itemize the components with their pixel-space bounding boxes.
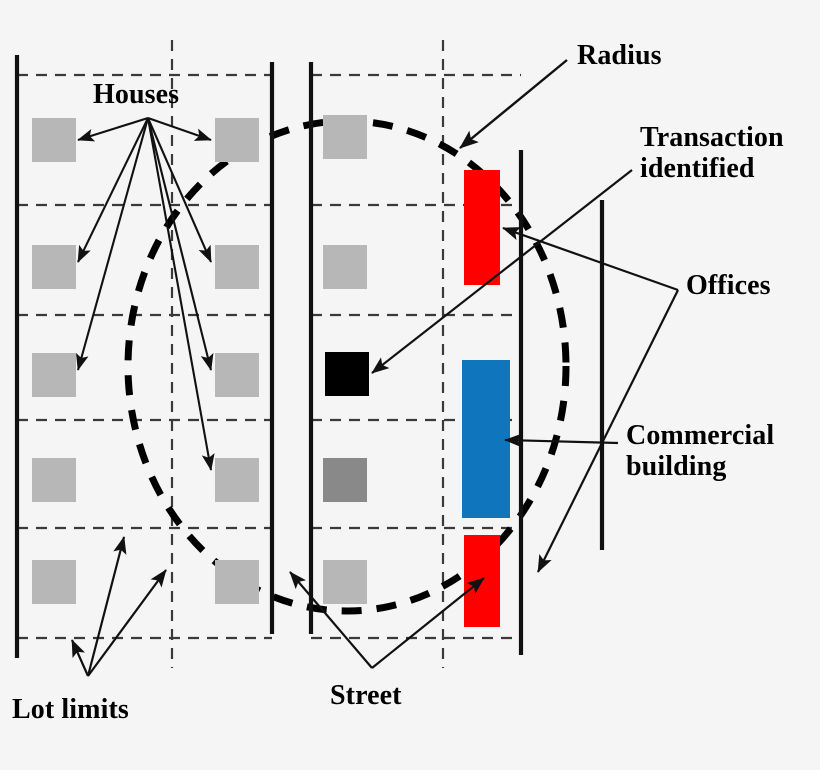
label-houses: Houses — [93, 79, 180, 110]
house-r5 — [323, 560, 367, 604]
building-shapes — [32, 115, 510, 627]
street-lines — [14, 55, 605, 658]
leader-street-east — [371, 577, 485, 669]
leader-lot-2 — [87, 569, 167, 677]
house-l2 — [32, 245, 76, 289]
house-m5 — [215, 560, 259, 604]
house-l4 — [32, 458, 76, 502]
commercial-building — [462, 360, 510, 518]
leader-transaction — [371, 169, 633, 374]
label-radius: Radius — [577, 40, 662, 71]
leader-lot-1 — [86, 536, 127, 677]
house-r1 — [323, 115, 367, 159]
leader-house-l2 — [77, 117, 149, 263]
lot-limit-vertical-lines — [170, 40, 445, 668]
leader-house-m1 — [147, 117, 212, 141]
leader-house-m2 — [147, 117, 212, 263]
leader-house-l1 — [77, 116, 149, 142]
leader-house-m4 — [146, 117, 215, 471]
house-l3 — [32, 353, 76, 397]
transaction-identified — [325, 352, 369, 396]
house-l5 — [32, 560, 76, 604]
leader-house-l3 — [75, 117, 150, 371]
house-r2 — [323, 245, 367, 289]
leader-office-north — [502, 226, 679, 292]
leader-house-m3 — [146, 117, 214, 371]
house-m3 — [215, 353, 259, 397]
label-offices: Offices — [686, 270, 771, 301]
house-m4 — [215, 458, 259, 502]
label-lot-limits: Lot limits — [12, 694, 129, 725]
leader-lines — [70, 59, 679, 677]
leader-street-west — [289, 571, 373, 669]
office-north — [464, 170, 500, 285]
lot-limit-horizontal-lines — [17, 73, 521, 640]
leader-commercial — [504, 433, 619, 448]
leader-radius — [459, 59, 568, 149]
house-m2 — [215, 245, 259, 289]
house-m1 — [215, 118, 259, 162]
leader-lot-3 — [70, 639, 90, 677]
label-commercial-building: Commercial building — [626, 420, 775, 483]
label-street: Street — [330, 680, 402, 711]
label-transaction-identified: Transaction identified — [640, 122, 784, 185]
house-r4-dark — [323, 458, 367, 502]
house-l1 — [32, 118, 76, 162]
leader-office-south — [537, 289, 679, 573]
